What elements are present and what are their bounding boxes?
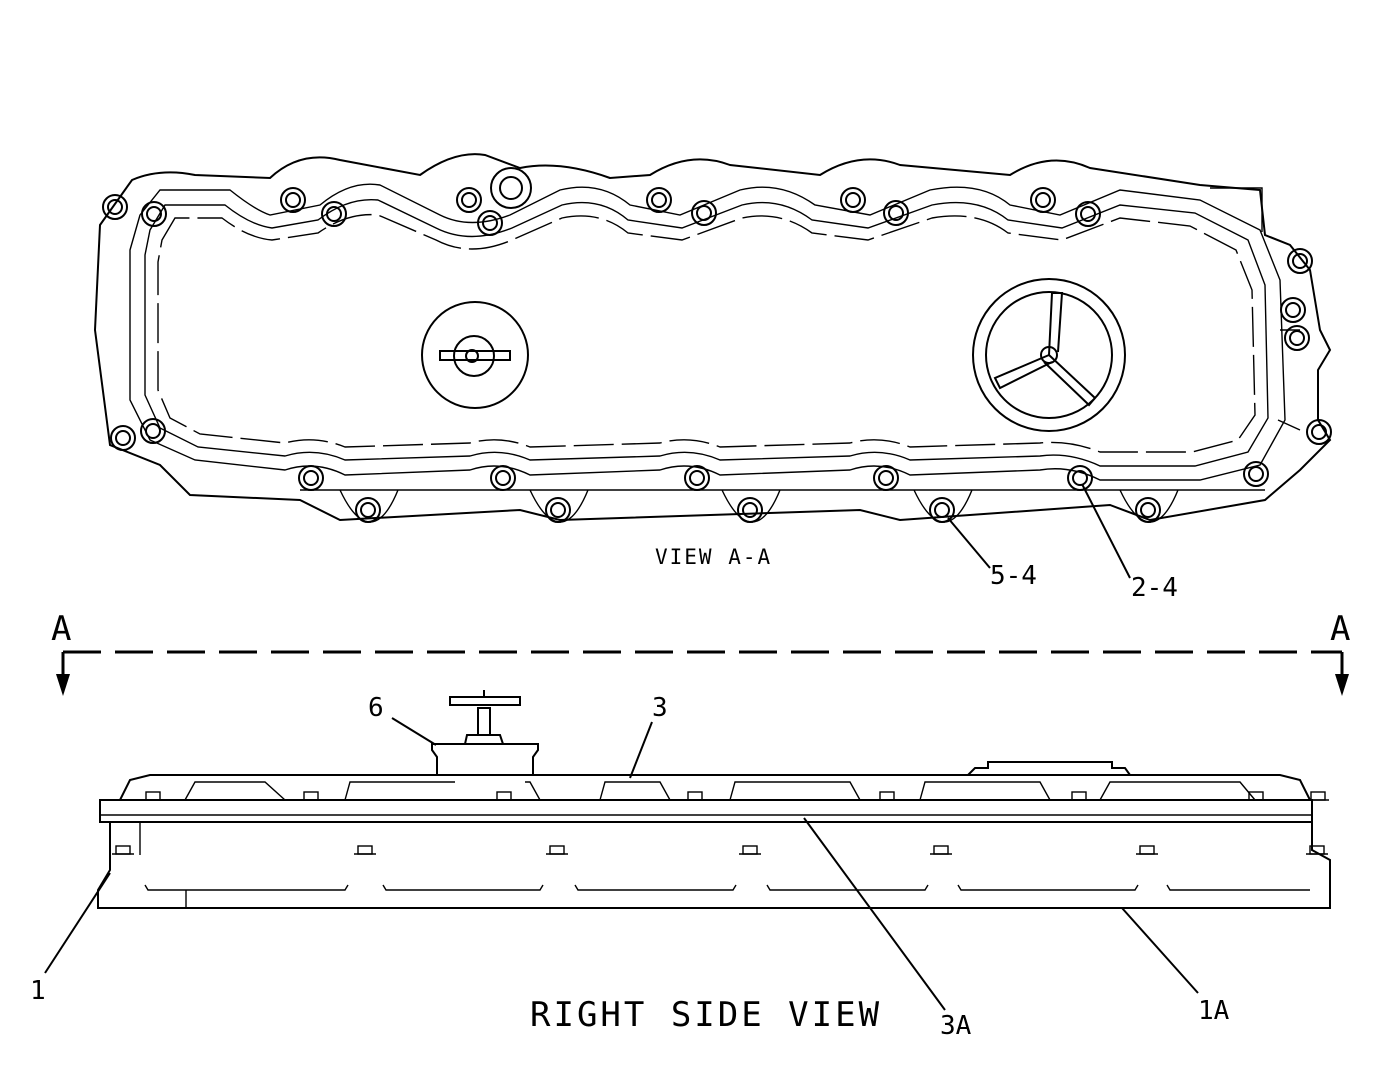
side-bolt — [930, 845, 952, 855]
bolt-head — [456, 187, 482, 213]
leader-1 — [44, 872, 111, 974]
bolt-head — [873, 465, 899, 491]
right-side-view-drawing: 6 3 3A 1 1A RIGHT SIDE VIEW — [30, 690, 1331, 1041]
bolt-head — [140, 418, 166, 444]
leader-5-4 — [947, 517, 991, 569]
callout-2-4: 2-4 — [1131, 573, 1178, 603]
side-bolts-top — [142, 791, 1329, 801]
side-bolt — [1068, 791, 1090, 801]
gasket-line-inner — [157, 213, 1256, 453]
bolt-head — [737, 497, 763, 523]
bolt-head — [883, 200, 909, 226]
cover-ribs — [184, 781, 1256, 801]
cover-outer-outline — [93, 153, 1332, 522]
callout-3A: 3A — [940, 1011, 972, 1041]
bolt-head — [280, 187, 306, 213]
bolt-head — [684, 465, 710, 491]
side-bolt — [1307, 791, 1329, 801]
bolt-head — [545, 497, 571, 523]
bolt-head — [298, 465, 324, 491]
side-bolt — [1306, 845, 1328, 855]
access-cover-side — [967, 761, 1131, 776]
bolt-head — [691, 200, 717, 226]
bolt-head — [321, 201, 347, 227]
bolt-heads — [102, 187, 1332, 523]
section-mark-left: A — [51, 609, 71, 649]
callout-1: 1 — [30, 976, 46, 1006]
lower-scallops — [144, 884, 1310, 891]
oil-filler-cap-top — [421, 301, 529, 409]
side-bolt — [142, 791, 164, 801]
side-bolt — [684, 791, 706, 801]
side-bolt — [876, 791, 898, 801]
bolt-head — [1030, 187, 1056, 213]
side-bolt — [1136, 845, 1158, 855]
bolt-head — [1284, 325, 1310, 351]
callout-3: 3 — [652, 693, 668, 723]
cover-flange — [99, 799, 1313, 823]
bolt-head — [110, 425, 136, 451]
view-a-a-drawing: 5-4 2-4 VIEW A-A — [93, 153, 1332, 603]
leader-3A — [803, 817, 946, 1011]
lower-housing — [97, 822, 1331, 909]
side-bolt — [546, 845, 568, 855]
bolt-head — [477, 210, 503, 236]
callout-6: 6 — [368, 693, 384, 723]
side-bracket — [1210, 187, 1301, 431]
bolt-head — [646, 187, 672, 213]
callout-5-4: 5-4 — [990, 561, 1037, 591]
bolt-head — [929, 497, 955, 523]
leader-3 — [629, 721, 653, 779]
bolt-head — [1135, 497, 1161, 523]
bolt-head — [1075, 201, 1101, 227]
bolt-head — [1243, 461, 1269, 487]
oil-filler-cap-side — [431, 690, 539, 775]
side-bolt — [493, 791, 515, 801]
side-bolts-lower — [112, 845, 1328, 855]
breather-boss — [490, 167, 532, 209]
section-line-a-a: A A — [51, 609, 1350, 696]
bolt-head — [1287, 248, 1313, 274]
bolt-head — [102, 194, 128, 220]
bolt-head — [490, 465, 516, 491]
cover-body-outline — [129, 183, 1286, 481]
leader-1A — [1121, 907, 1199, 994]
side-bolt — [300, 791, 322, 801]
bolt-head — [1280, 297, 1306, 323]
bolt-head — [141, 201, 167, 227]
side-bolt — [354, 845, 376, 855]
side-bolt — [739, 845, 761, 855]
view-a-a-title: VIEW A-A — [655, 545, 772, 569]
side-bolt — [1245, 791, 1267, 801]
access-cover-top — [972, 278, 1126, 432]
right-side-view-title: RIGHT SIDE VIEW — [530, 995, 882, 1035]
bolt-head — [355, 497, 381, 523]
gasket-line-outer — [144, 198, 1269, 467]
side-bolt — [112, 845, 134, 855]
callout-1A: 1A — [1198, 996, 1230, 1026]
bolt-head — [1067, 465, 1093, 491]
leader-2-4 — [1081, 483, 1131, 579]
section-mark-right: A — [1330, 609, 1350, 649]
bolt-head — [1306, 419, 1332, 445]
leader-6 — [391, 717, 437, 746]
lower-flange-lip — [300, 489, 1265, 523]
valve-cover-profile — [119, 774, 1311, 801]
bolt-head — [840, 187, 866, 213]
